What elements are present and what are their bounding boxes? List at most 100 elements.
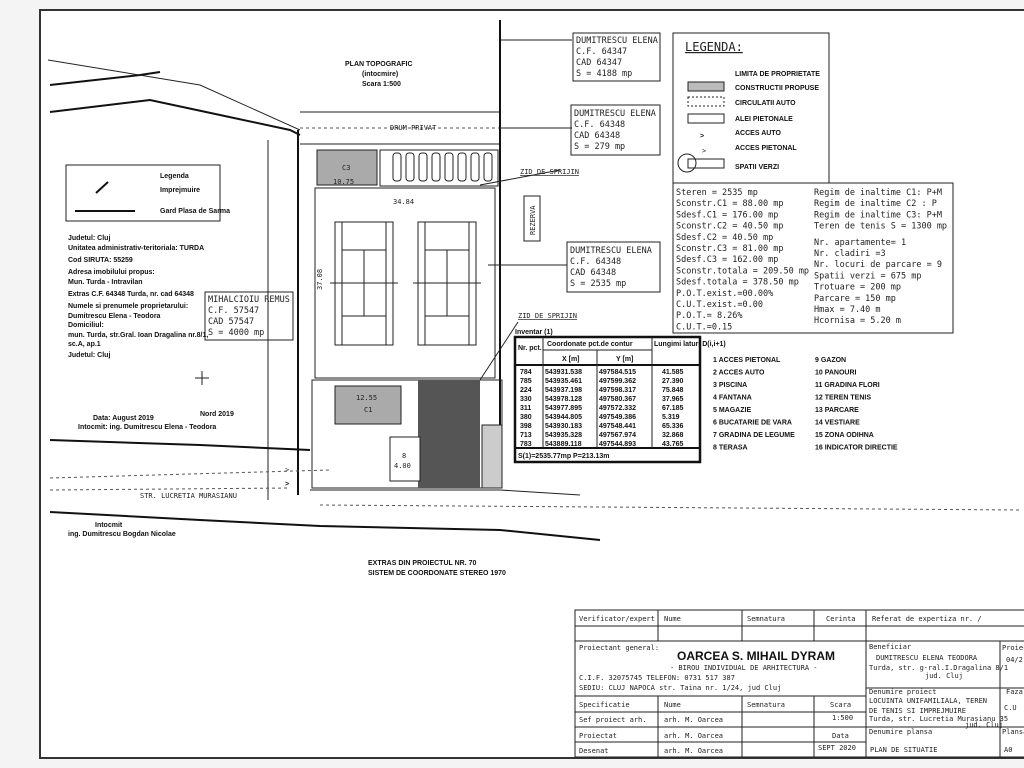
svg-text:MIHALCIOIU REMUS: MIHALCIOIU REMUS <box>208 295 290 305</box>
table-cell: 311 <box>520 405 531 412</box>
dim-garage: 10.75 <box>333 178 354 186</box>
table-cell: 543930.183 <box>545 423 582 430</box>
info-line: Numele si prenumele proprietarului: <box>68 303 188 310</box>
table-cell: 398 <box>520 423 532 430</box>
svg-text:arh. M. Oarcea: arh. M. Oarcea <box>664 732 723 740</box>
svg-text:Sef proiect arh.: Sef proiect arh. <box>579 716 646 724</box>
sheet-title: PLAN DE SITUATIE <box>870 746 937 754</box>
svg-text:arh. M. Oarcea: arh. M. Oarcea <box>664 716 723 724</box>
svg-text:CONSTRUCTII PROPUSE: CONSTRUCTII PROPUSE <box>735 85 819 92</box>
info-line: Judetul: Cluj <box>68 352 110 359</box>
table-cell: 497567.974 <box>599 432 636 439</box>
svg-text:C.I.F. 32075745 TELEFON: 073: C.I.F. 32075745 TELEFON: 0731 517 387 <box>579 674 735 682</box>
svg-text:X [m]: X [m] <box>562 356 580 363</box>
svg-text:Semnatura: Semnatura <box>747 701 785 709</box>
svg-text:Denumire plansa: Denumire plansa <box>869 728 932 736</box>
svg-text:Beneficiar: Beneficiar <box>869 643 911 651</box>
table-title: Inventar (1) <box>515 329 553 336</box>
plan-title: PLAN TOPOGRAFIC <box>345 61 413 68</box>
terrace <box>481 424 503 489</box>
feature-item: 1 ACCES PIETONAL <box>713 357 781 364</box>
road-private-label: DRUM PRIVAT <box>390 124 437 132</box>
info-line: mun. Turda, str.Gral. Ioan Dragalina nr.… <box>68 332 208 339</box>
svg-text:SEDIU: CLUJ NAPOCA str. Taina: SEDIU: CLUJ NAPOCA str. Taina nr. 1/24, … <box>579 684 781 692</box>
date-label: Data: August 2019 <box>93 415 154 422</box>
table-cell: 543978.128 <box>545 396 582 403</box>
info-line: Extras C.F. 64348 Turda, nr. cad 64348 <box>68 291 194 298</box>
plan-subtitle: (intocmire) <box>362 71 398 78</box>
author-label: Intocmit: ing. Dumitrescu Elena - Teodor… <box>78 424 216 431</box>
svg-text:arh. M. Oarcea: arh. M. Oarcea <box>664 747 723 755</box>
feature-item: 3 PISCINA <box>713 382 747 389</box>
feature-item: 7 GRADINA DE LEGUME <box>713 432 795 439</box>
plan-scale: Scara 1:500 <box>362 81 401 88</box>
feature-item: 12 TEREN TENIS <box>815 395 871 402</box>
stat-item: Hcornisa = 5.20 m <box>814 316 901 326</box>
table-cell: 32.868 <box>662 432 684 439</box>
svg-text:CAD 64347: CAD 64347 <box>576 58 622 68</box>
table-cell: 784 <box>520 369 532 376</box>
info-line: Domiciliul: <box>68 322 104 329</box>
table-cell: 785 <box>520 378 532 385</box>
svg-text:C.F. 64347: C.F. 64347 <box>576 47 627 57</box>
dim-house: 12.55 <box>356 394 377 402</box>
svg-text:Data: Data <box>832 732 849 740</box>
svg-text:Legenda: Legenda <box>160 173 189 180</box>
stat-item: Sconstr.totala = 209.50 mp <box>676 266 809 276</box>
svg-text:DUMITRESCU ELENA: DUMITRESCU ELENA <box>570 246 652 256</box>
car-access-icon: > <box>285 481 289 488</box>
feature-item: 15 ZONA ODIHNA <box>815 432 874 439</box>
table-footer: S(1)=2535.77mp P=213.13m <box>518 453 609 460</box>
stat-item: P.O.T.= 8.26% <box>676 311 743 321</box>
svg-text:Referat de expertiza nr. /: Referat de expertiza nr. / <box>872 615 982 623</box>
table-cell: 543931.538 <box>545 369 582 376</box>
feature-item: 5 MAGAZIE <box>713 407 751 414</box>
tennis-courts <box>330 221 481 346</box>
building-c3 <box>316 149 378 186</box>
pedestrian-access-icon: > <box>702 147 706 155</box>
feature-item: 8 TERASA <box>713 445 748 452</box>
svg-text:DUMITRESCU ELENA: DUMITRESCU ELENA <box>576 36 658 46</box>
stat-item: Sdesf.C3 = 162.00 mp <box>676 255 778 265</box>
table-cell: 543977.895 <box>545 405 582 412</box>
legend: LEGENDA: LIMITA DE PROPRIETATE CONSTRUCT… <box>672 32 830 184</box>
reserve-label: REZERVA <box>529 205 537 235</box>
svg-text:- BIROU INDIVIDUAL DE ARHITECT: - BIROU INDIVIDUAL DE ARHITECTURA - <box>670 664 818 672</box>
table-cell: 713 <box>520 432 532 439</box>
svg-text:ACCES AUTO: ACCES AUTO <box>735 130 781 137</box>
stamp-label: Nord 2019 <box>200 411 234 418</box>
svg-text:LIMITA DE PROPRIETATE: LIMITA DE PROPRIETATE <box>735 71 820 78</box>
building-c1 <box>334 385 402 425</box>
dim-pool: 4.00 <box>394 462 411 470</box>
svg-text:Denumire proiect: Denumire proiect <box>869 688 936 696</box>
table-cell: 497580.367 <box>599 396 636 403</box>
surveyor-label: Intocmit <box>95 522 123 529</box>
coordinates-table: Inventar (1) Nr. pct. Coordonate pct.de … <box>513 329 726 464</box>
feature-item: 2 ACCES AUTO <box>713 370 765 377</box>
info-line: sc.A, ap.1 <box>68 341 101 348</box>
info-line: Judetul: Cluj <box>68 235 110 242</box>
table-cell: 41.585 <box>662 369 684 376</box>
property-lines <box>47 20 1021 541</box>
retaining-wall-label: ZID DE SPRIJIN <box>518 312 577 320</box>
svg-text:CAD 64348: CAD 64348 <box>574 131 620 141</box>
svg-text:C.F. 64348: C.F. 64348 <box>570 257 621 267</box>
table-cell: 497572.332 <box>599 405 636 412</box>
feature-item: 14 VESTIARE <box>815 420 860 427</box>
info-line: Cod SIRUTA: 55259 <box>68 257 133 264</box>
street-label: STR. LUCRETIA MURASIANU <box>140 492 237 500</box>
svg-text:Turda, str. g-ral.I.Dragalina: Turda, str. g-ral.I.Dragalina 8/1 <box>869 664 1008 672</box>
svg-text:Nr. pct.: Nr. pct. <box>518 345 542 352</box>
info-line: Mun. Turda - Intravilan <box>68 279 143 286</box>
table-cell: 783 <box>520 441 532 448</box>
svg-text:Proiectat: Proiectat <box>579 732 617 740</box>
svg-text:S = 4000 mp: S = 4000 mp <box>208 328 264 338</box>
stats-box <box>672 182 954 334</box>
title-block: Verificator/expert Nume Semnatura Cerint… <box>574 609 1024 758</box>
svg-text:C.U: C.U <box>1004 704 1017 712</box>
dim-width: 34.84 <box>393 198 414 206</box>
stat-item: Regim de inaltime C1: P+M <box>814 188 942 198</box>
